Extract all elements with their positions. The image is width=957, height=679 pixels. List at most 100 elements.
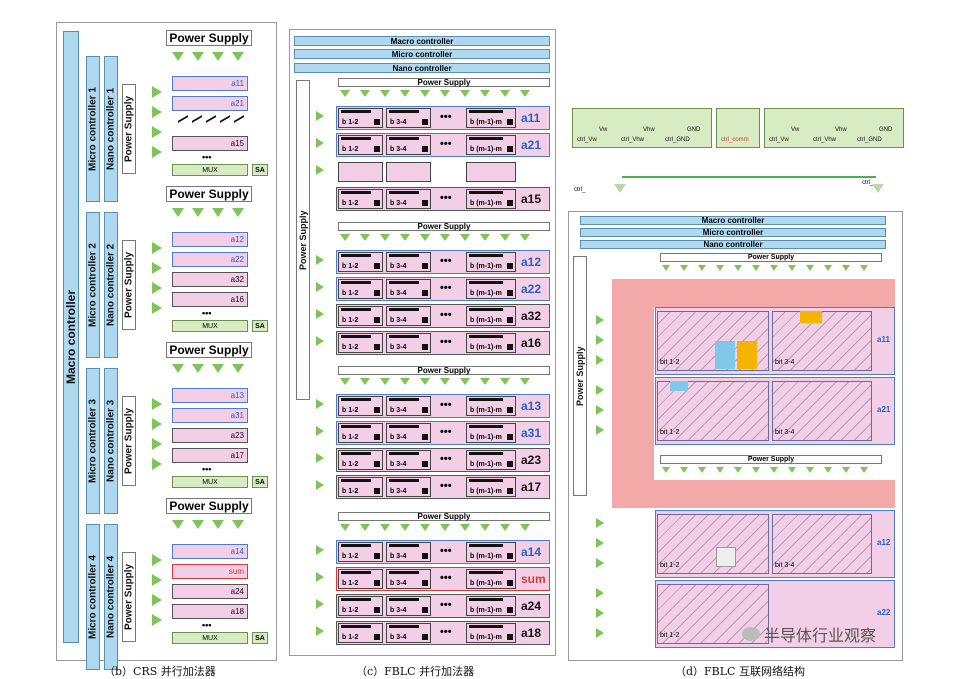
fblc-row-label: a12 xyxy=(521,255,542,269)
fblc-cell: b 3-4 xyxy=(386,450,431,470)
cell-bar-icon xyxy=(389,137,420,140)
fblc-row-label: a14 xyxy=(521,545,542,559)
fblc-cell: b 1-2 xyxy=(338,396,383,416)
cell-bar-icon xyxy=(469,110,503,113)
crs-dots: ••• xyxy=(202,308,212,318)
crs-micro-controller: Micro controller 4 xyxy=(86,524,100,670)
power-triangle-icon xyxy=(400,234,410,241)
net-ctrl-label: ctrl_Vw xyxy=(769,137,789,143)
fblc-cell: b (m-1)-m xyxy=(466,252,516,272)
net-block-label: a21 xyxy=(877,405,891,414)
cell-square-icon xyxy=(507,263,513,269)
fblc-cell: b (m-1)-m xyxy=(466,569,516,589)
net-bit-block xyxy=(657,514,769,574)
net-ctrl-label: Vhw xyxy=(643,127,655,133)
cell-square-icon xyxy=(507,553,513,559)
power-triangle-right-icon xyxy=(316,282,324,292)
power-triangle-right-icon xyxy=(152,282,162,294)
net-bit-block xyxy=(772,381,872,441)
crs-micro-controller: Micro controller 3 xyxy=(86,368,100,514)
power-triangle-icon xyxy=(842,265,850,271)
cell-square-icon xyxy=(422,580,428,586)
power-triangle-icon xyxy=(770,265,778,271)
power-triangle-right-icon xyxy=(152,242,162,254)
caption-b: （b）CRS 并行加法器 xyxy=(104,665,216,678)
power-triangle-icon xyxy=(360,524,370,531)
power-triangle-icon xyxy=(192,520,204,529)
fblc-micro-controller: Micro controller xyxy=(294,49,550,59)
fblc-cell: b 3-4 xyxy=(386,423,431,443)
fblc-cell-label: b 1-2 xyxy=(342,580,359,587)
power-triangle-icon xyxy=(824,467,832,473)
cell-bar-icon xyxy=(389,191,420,194)
power-triangle-icon xyxy=(420,378,430,385)
power-triangle-right-icon xyxy=(596,425,604,435)
fblc-cell: b 3-4 xyxy=(386,569,431,589)
power-triangle-icon xyxy=(752,467,760,473)
fblc-cell-label: b 1-2 xyxy=(342,407,359,414)
cell-square-icon xyxy=(374,461,380,467)
cell-square-icon xyxy=(422,607,428,613)
power-triangle-right-icon xyxy=(152,398,162,410)
fblc-cell: b (m-1)-m xyxy=(466,423,516,443)
fblc-cell-label: b 3-4 xyxy=(390,553,407,560)
cell-bar-icon xyxy=(469,571,503,574)
power-triangle-icon xyxy=(716,467,724,473)
fblc-row-label: sum xyxy=(521,572,546,586)
cell-square-icon xyxy=(374,200,380,206)
cell-bar-icon xyxy=(469,544,503,547)
crs-nano-controller: Nano controller 1 xyxy=(104,56,118,202)
cell-square-icon xyxy=(374,407,380,413)
net-ctrl-label: ctrl_Vw xyxy=(577,137,597,143)
fblc-cell: b 3-4 xyxy=(386,596,431,616)
power-triangle-icon xyxy=(788,265,796,271)
watermark: 半导体行业观察 xyxy=(742,622,876,646)
cell-square-icon xyxy=(374,553,380,559)
power-triangle-right-icon xyxy=(596,335,604,345)
net-ctrl-label: ctrl_comm xyxy=(721,137,749,143)
fblc-cell: b (m-1)-m xyxy=(466,477,516,497)
fblc-cell: b 1-2 xyxy=(338,423,383,443)
power-triangle-icon xyxy=(172,208,184,217)
power-triangle-right-icon xyxy=(316,480,324,490)
cell-square-icon xyxy=(422,407,428,413)
fblc-dots: ••• xyxy=(440,426,452,438)
power-triangle-icon xyxy=(232,520,244,529)
fblc-dots: ••• xyxy=(440,282,452,294)
fblc-cell: b 1-2 xyxy=(338,450,383,470)
fblc-cell-label: b 3-4 xyxy=(390,263,407,270)
power-triangle-icon xyxy=(460,234,470,241)
cell-bar-icon xyxy=(469,335,503,338)
caption-d: （d）FBLC 互联网络结构 xyxy=(675,665,805,678)
crs-dots: ••• xyxy=(202,620,212,630)
cell-square-icon xyxy=(507,634,513,640)
power-triangle-right-icon xyxy=(152,302,162,314)
power-triangle-right-icon xyxy=(152,554,162,566)
cell-square-icon xyxy=(374,344,380,350)
crs-power-supply-title: Power Supply xyxy=(166,498,252,514)
fblc-cell: b 1-2 xyxy=(338,333,383,353)
fblc-dots: ••• xyxy=(440,111,452,123)
highlight-cell-orange xyxy=(800,311,822,323)
net-ctrl-label: GND xyxy=(687,127,701,133)
crs-row: a31 xyxy=(172,408,248,423)
fblc-cell: b (m-1)-m xyxy=(466,596,516,616)
power-triangle-icon xyxy=(500,234,510,241)
fblc-cell-label: b (m-1)-m xyxy=(470,263,502,270)
wechat-icon xyxy=(742,627,760,641)
fblc-cell-label: b 3-4 xyxy=(390,607,407,614)
fblc-cell: b 3-4 xyxy=(386,279,431,299)
fblc-cell: b 3-4 xyxy=(386,623,431,643)
power-triangle-right-icon xyxy=(152,146,162,158)
caption-c: （c）FBLC 并行加法器 xyxy=(356,665,475,678)
power-triangle-icon xyxy=(380,234,390,241)
cell-square-icon xyxy=(507,317,513,323)
fblc-cell: b (m-1)-m xyxy=(466,306,516,326)
fblc-cell: b 3-4 xyxy=(386,306,431,326)
fblc-cell-label: b 1-2 xyxy=(342,263,359,270)
power-triangle-icon xyxy=(806,265,814,271)
fblc-cell: b 3-4 xyxy=(386,189,431,209)
power-triangle-icon xyxy=(480,234,490,241)
